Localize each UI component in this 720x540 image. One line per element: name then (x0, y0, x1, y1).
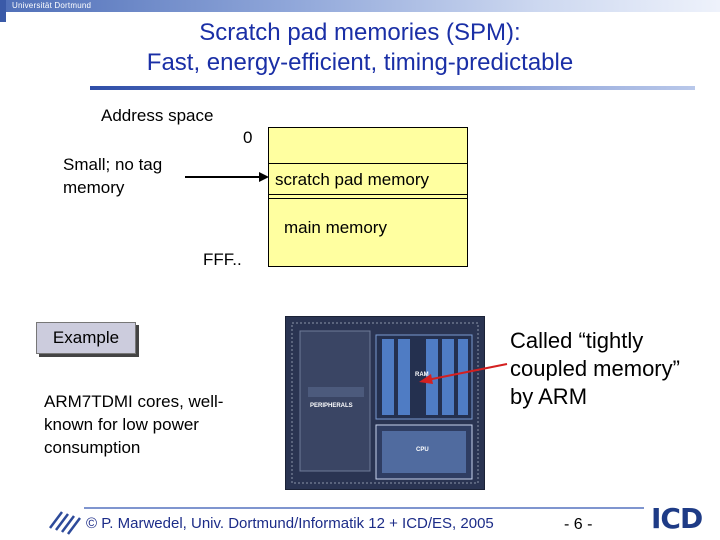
arm-description-line-1: ARM7TDMI cores, well- (44, 392, 224, 411)
arm-description: ARM7TDMI cores, well- known for low powe… (44, 390, 274, 459)
callout-line-1: Called “tightly (510, 328, 644, 353)
spm-top-border (268, 163, 467, 164)
tightly-coupled-callout: Called “tightly coupled memory” by ARM (510, 327, 710, 411)
small-memory-line-1: Small; no tag (63, 155, 163, 174)
pointer-arrow (185, 172, 269, 182)
title-line-1: Scratch pad memories (SPM): (199, 19, 521, 46)
address-space-box (268, 127, 468, 267)
footer-rule (84, 507, 644, 509)
banner-corner-accent (0, 0, 6, 22)
small-memory-label: Small; no tag memory (63, 153, 162, 199)
slide-title: Scratch pad memories (SPM): Fast, energy… (0, 18, 720, 78)
icd-logo: ICD (651, 502, 703, 535)
chip-ram-label: RAM (415, 372, 429, 378)
chip-cpu-label: CPU (416, 447, 429, 453)
chip-die-graphic (286, 317, 484, 489)
page-number: - 6 - (564, 516, 593, 533)
university-label: Universität Dortmund (12, 1, 92, 10)
arm-description-line-2: known for low power (44, 415, 199, 434)
callout-line-3: by ARM (510, 384, 588, 409)
callout-arrow (419, 363, 508, 384)
footer-credit: © P. Marwedel, Univ. Dortmund/Informatik… (86, 515, 494, 532)
title-line-2: Fast, energy-efficient, timing-predictab… (146, 49, 574, 76)
title-underline (90, 86, 695, 90)
spm-bottom-border-double (268, 198, 467, 199)
example-badge-label: Example (52, 328, 120, 347)
address-end-label: FFF.. (203, 250, 242, 269)
arm-description-line-3: consumption (44, 438, 141, 457)
spm-bottom-border (268, 194, 467, 195)
address-zero-label: 0 (243, 128, 253, 147)
address-space-label: Address space (101, 106, 214, 125)
university-logo-icon (49, 511, 81, 535)
chip-peripherals-label: PERIPHERALS (310, 403, 353, 409)
top-banner (0, 0, 720, 12)
example-badge: Example (36, 322, 136, 354)
main-memory-label: main memory (284, 218, 387, 237)
small-memory-line-2: memory (63, 178, 125, 197)
scratch-pad-memory-label: scratch pad memory (275, 170, 429, 189)
callout-line-2: coupled memory” (510, 356, 680, 381)
chip-die-image: RAM PERIPHERALS CPU (285, 316, 485, 490)
